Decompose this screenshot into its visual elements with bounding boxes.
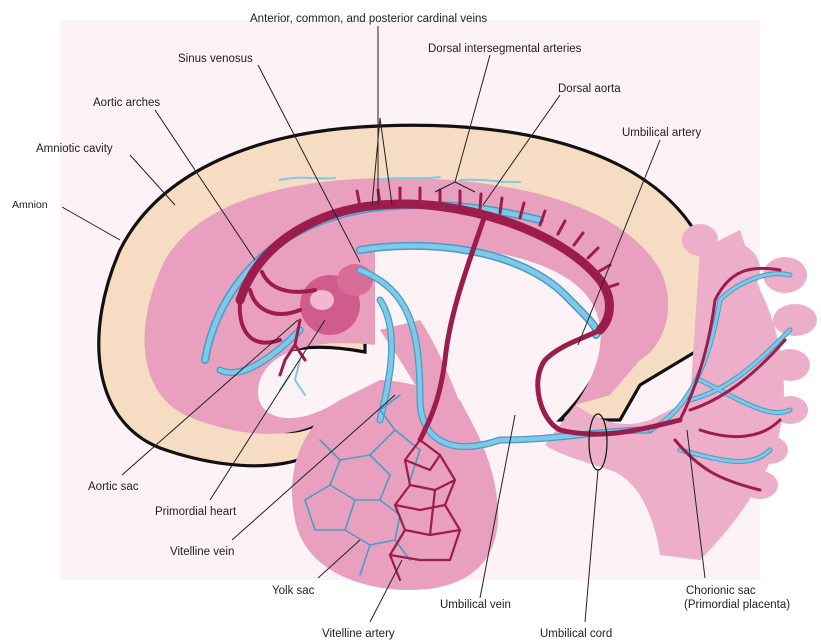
sinus-venosus-shape bbox=[337, 264, 373, 296]
label-cardinal-veins: Anterior, common, and posterior cardinal… bbox=[250, 13, 487, 25]
label-aortic-arches: Aortic arches bbox=[93, 97, 160, 109]
label-dorsal-intersegmental-arteries: Dorsal intersegmental arteries bbox=[428, 43, 582, 55]
label-umbilical-artery: Umbilical artery bbox=[622, 127, 701, 139]
label-amnion: Amnion bbox=[12, 199, 48, 211]
label-chorionic-sac: Chorionic sac bbox=[686, 585, 756, 597]
label-umbilical-vein: Umbilical vein bbox=[440, 599, 511, 611]
label-vitelline-vein: Vitelline vein bbox=[170, 546, 234, 558]
label-umbilical-cord: Umbilical cord bbox=[540, 628, 612, 640]
label-primordial-heart: Primordial heart bbox=[155, 506, 237, 518]
label-amniotic-cavity: Amniotic cavity bbox=[36, 143, 113, 155]
label-dorsal-aorta: Dorsal aorta bbox=[558, 83, 621, 95]
heart-highlight bbox=[310, 290, 334, 310]
label-vitelline-artery: Vitelline artery bbox=[322, 628, 395, 640]
label-primordial-placenta: (Primordial placenta) bbox=[684, 599, 790, 611]
label-sinus-venosus: Sinus venosus bbox=[178, 53, 253, 65]
label-aortic-sac: Aortic sac bbox=[88, 481, 139, 493]
label-yolk-sac: Yolk sac bbox=[272, 585, 315, 597]
